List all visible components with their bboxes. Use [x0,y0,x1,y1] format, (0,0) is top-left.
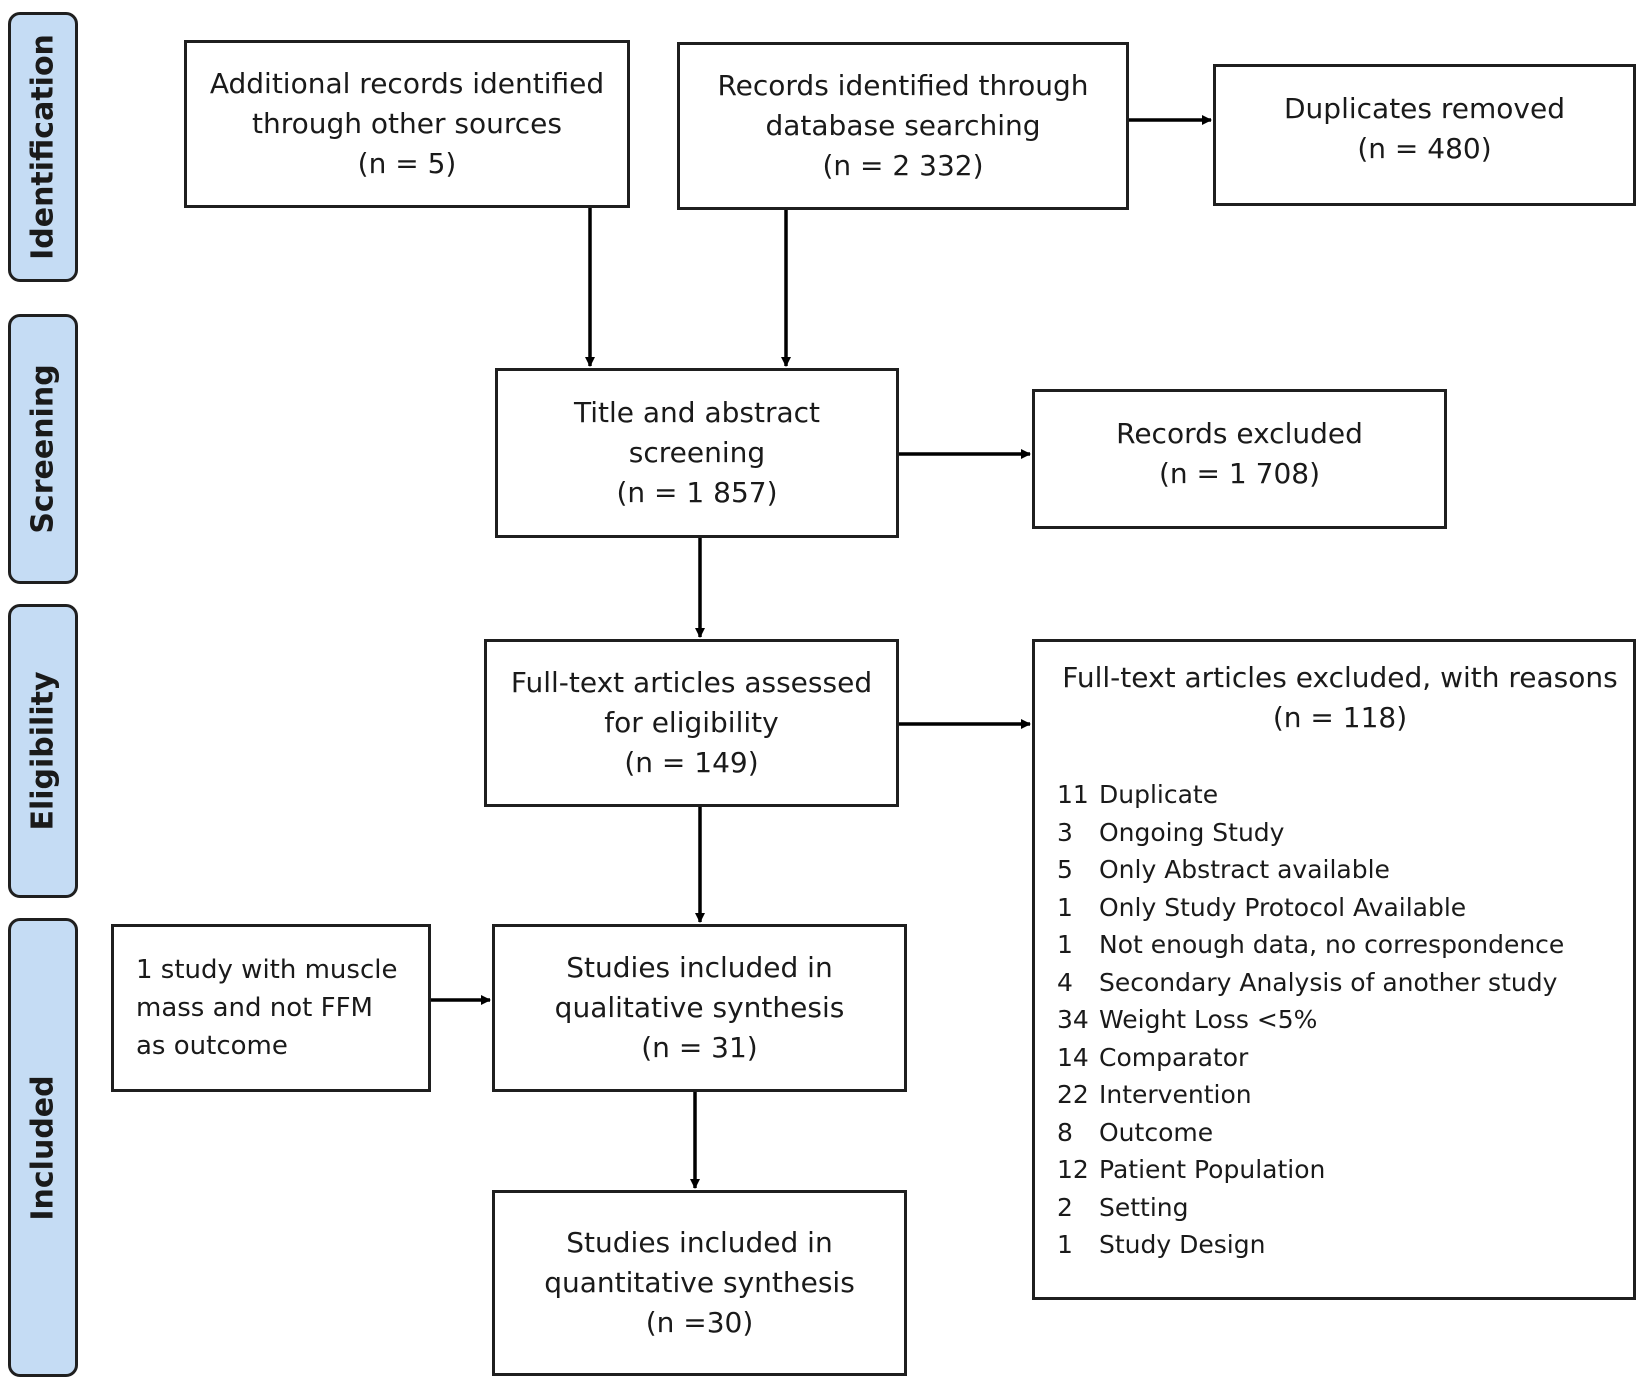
reason-count: 1 [1057,892,1073,922]
exclusion-reason: 8 Outcome [1057,1114,1623,1152]
qualitative-synthesis-box: Studies included in qualitative synthesi… [492,924,907,1092]
reason-label: Setting [1099,1192,1189,1222]
reason-label: Intervention [1099,1080,1252,1109]
muscle-mass-line3: as outcome [136,1031,288,1061]
exclusion-reason: 1 Study Design [1057,1226,1623,1264]
reason-count: 34 [1057,1005,1089,1034]
database-search-count: (n = 2 332) [822,149,984,182]
full-text-assessed-count: (n = 149) [624,746,759,779]
exclusion-reason: 1 Only Study Protocol Available [1057,889,1623,927]
qualitative-line2: qualitative synthesis [554,991,845,1024]
duplicates-removed-box: Duplicates removed (n = 480) [1213,64,1636,206]
reason-count: 2 [1057,1192,1073,1222]
phase-label-identification: Identification [8,12,78,282]
full-text-excluded-heading: Full-text articles excluded, with reason… [1062,661,1618,694]
reason-count: 1 [1057,1230,1073,1259]
reason-label: Not enough data, no correspondence [1099,930,1565,959]
exclusion-reason: 3 Ongoing Study [1057,814,1623,852]
title-abstract-line2: screening [628,436,766,469]
reason-count: 14 [1057,1042,1089,1072]
quantitative-line2: quantitative synthesis [544,1266,855,1299]
database-search-line1: Records identified through [717,69,1089,102]
phase-text-screening: Screening [25,364,61,534]
quantitative-synthesis-box: Studies included in quantitative synthes… [492,1190,907,1376]
reason-count: 22 [1057,1080,1089,1109]
records-excluded-box: Records excluded (n = 1 708) [1032,389,1447,529]
phase-text-included: Included [25,1074,61,1221]
muscle-mass-line1: 1 study with muscle [136,955,398,985]
quantitative-count: (n =30) [645,1306,754,1339]
title-abstract-line1: Title and abstract [573,396,821,429]
reason-count: 1 [1057,930,1073,959]
reason-label: Study Design [1099,1230,1266,1259]
full-text-assessed-box: Full-text articles assessed for eligibil… [484,639,899,807]
quantitative-line1: Studies included in [566,1226,833,1259]
full-text-assessed-line2: for eligibility [604,706,779,739]
title-abstract-count: (n = 1 857) [616,476,778,509]
exclusion-reason: 5 Only Abstract available [1057,851,1623,889]
reason-label: Ongoing Study [1099,817,1285,847]
reason-count: 3 [1057,817,1073,847]
qualitative-count: (n = 31) [641,1031,758,1064]
exclusion-reason: 12 Patient Population [1057,1151,1623,1189]
reason-count: 12 [1057,1155,1089,1184]
reason-label: Comparator [1099,1042,1249,1072]
phase-text-eligibility: Eligibility [25,671,61,831]
reason-count: 8 [1057,1117,1073,1147]
reason-label: Only Study Protocol Available [1099,892,1467,922]
reason-label: Only Abstract available [1099,855,1390,884]
reason-count: 5 [1057,855,1073,884]
other-sources-box: Additional records identified through ot… [184,40,630,208]
phase-text-identification: Identification [25,34,61,260]
reason-label: Weight Loss <5% [1099,1005,1318,1034]
qualitative-line1: Studies included in [566,951,833,984]
reason-label: Secondary Analysis of another study [1099,967,1558,997]
exclusion-reason: 4 Secondary Analysis of another study [1057,964,1623,1002]
database-search-box: Records identified through database sear… [677,42,1129,210]
database-search-line2: database searching [765,109,1041,142]
other-sources-count: (n = 5) [357,147,457,180]
phase-label-screening: Screening [8,314,78,584]
full-text-excluded-count: (n = 118) [1272,701,1408,734]
other-sources-line2: through other sources [252,107,562,140]
exclusion-reason: 14 Comparator [1057,1039,1623,1077]
phase-label-eligibility: Eligibility [8,604,78,898]
exclusion-reason: 22 Intervention [1057,1076,1623,1114]
other-sources-line1: Additional records identified [209,67,605,100]
reason-count: 11 [1057,780,1089,809]
records-excluded-line1: Records excluded [1116,417,1363,450]
exclusion-reason: 11 Duplicate [1057,776,1623,814]
full-text-excluded-box: Full-text articles excluded, with reason… [1032,639,1636,1300]
records-excluded-count: (n = 1 708) [1158,457,1320,490]
title-abstract-screening-box: Title and abstract screening (n = 1 857) [495,368,899,538]
full-text-assessed-line1: Full-text articles assessed [510,666,873,699]
reason-label: Outcome [1099,1117,1214,1147]
muscle-mass-note-box: 1 study with muscle mass and not FFM as … [111,924,431,1092]
exclusion-reason: 34 Weight Loss <5% [1057,1001,1623,1039]
muscle-mass-line2: mass and not FFM [136,993,373,1023]
reason-label: Duplicate [1099,780,1219,809]
reason-label: Patient Population [1099,1155,1326,1184]
reason-count: 4 [1057,967,1073,997]
duplicates-removed-line1: Duplicates removed [1284,92,1565,125]
exclusion-reason: 1 Not enough data, no correspondence [1057,926,1623,964]
exclusion-reason: 2 Setting [1057,1189,1623,1227]
phase-label-included: Included [8,918,78,1377]
duplicates-removed-count: (n = 480) [1357,132,1492,165]
